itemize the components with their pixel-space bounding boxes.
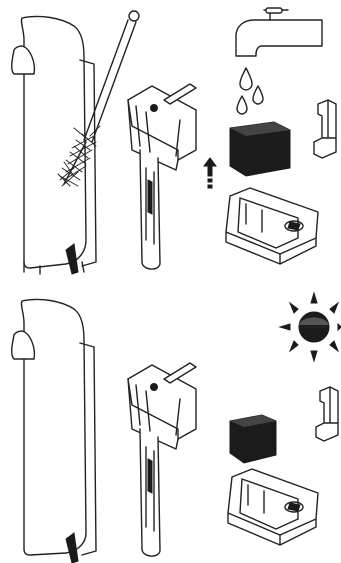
drying-panel xyxy=(0,283,341,563)
water-drops-icon xyxy=(237,68,263,114)
tray-cover-icon xyxy=(228,469,318,545)
water-tap-icon xyxy=(236,8,322,56)
sun-icon xyxy=(280,293,341,361)
clip-part-icon xyxy=(316,387,338,441)
filter-sponge-icon xyxy=(230,415,276,463)
insert-arrow-icon xyxy=(204,158,216,188)
filter-sponge-icon xyxy=(230,122,290,176)
filter-holder-icon xyxy=(128,84,196,269)
clip-part-icon xyxy=(314,100,336,158)
cleaning-panel xyxy=(0,0,341,280)
drying-illustration xyxy=(0,283,341,563)
filter-holder-icon xyxy=(128,363,196,556)
cleaning-illustration xyxy=(0,0,341,280)
water-tank-icon xyxy=(12,299,96,563)
tray-cover-icon xyxy=(226,188,318,264)
